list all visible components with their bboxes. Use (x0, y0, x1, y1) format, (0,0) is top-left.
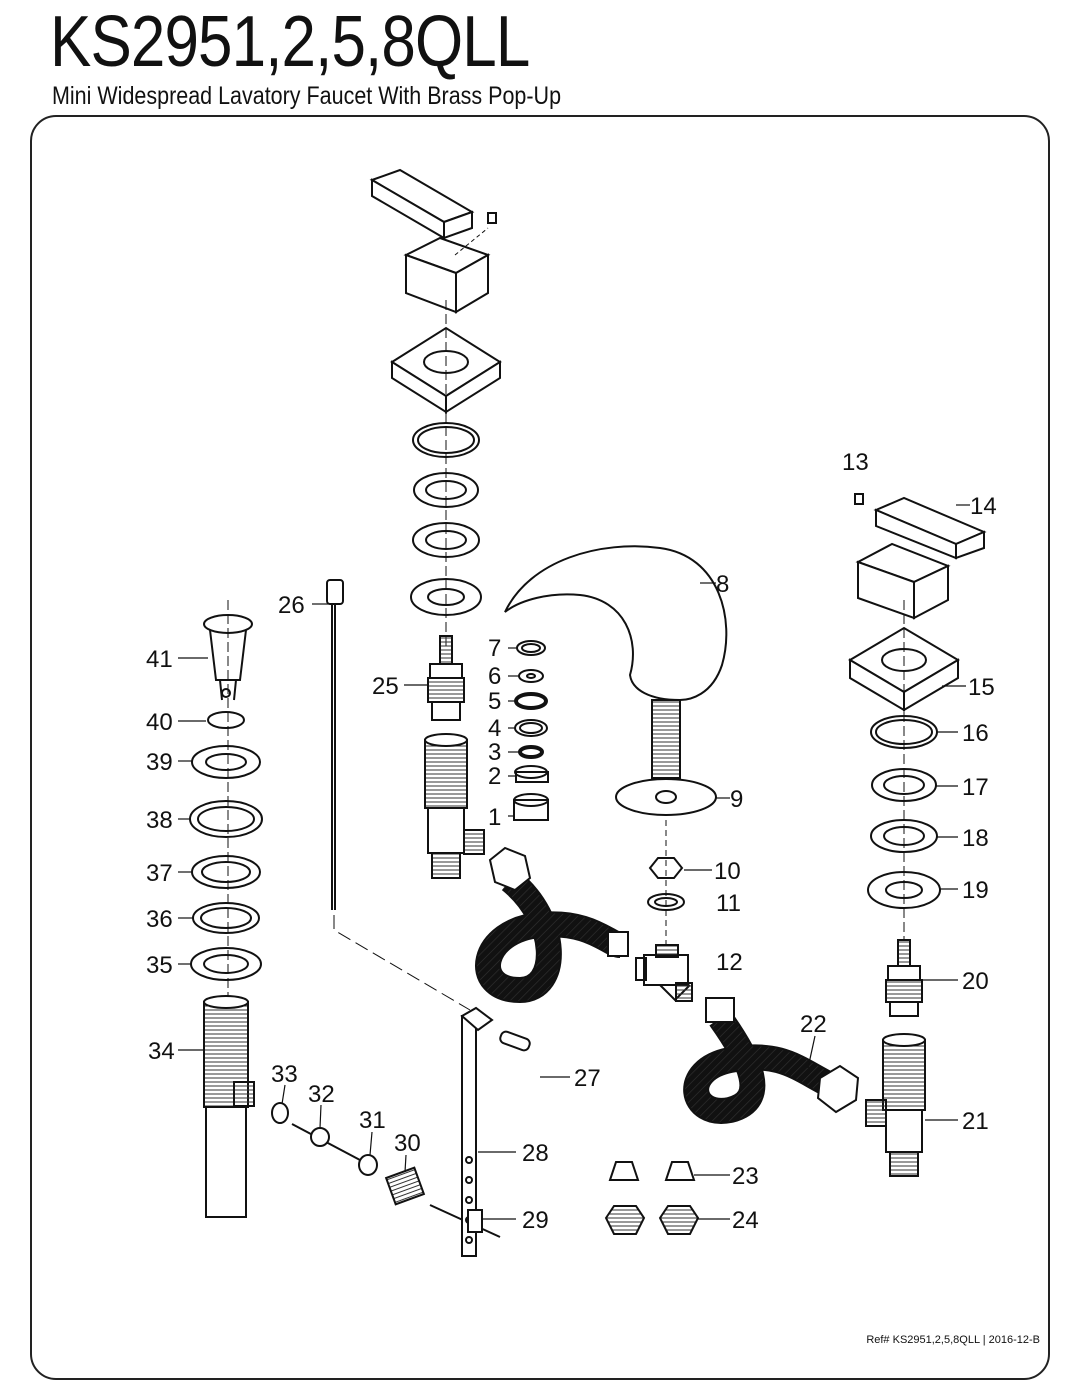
callout-14: 14 (970, 493, 997, 520)
callout-39: 39 (146, 749, 173, 776)
callout-2: 2 (488, 763, 501, 790)
callout-12: 12 (716, 949, 743, 976)
spout-washer-nut (615, 778, 717, 911)
callout-8: 8 (716, 571, 729, 598)
clevis-strap (460, 1006, 531, 1257)
left-cartridge (427, 635, 465, 721)
callout-30: 30 (394, 1130, 421, 1157)
callout-37: 37 (146, 860, 173, 887)
callout-7: 7 (488, 635, 501, 662)
callout-33: 33 (271, 1061, 298, 1088)
callout-15: 15 (968, 674, 995, 701)
drain-gasket-stack (189, 711, 263, 981)
callout-16: 16 (962, 720, 989, 747)
callout-13: 13 (842, 449, 869, 476)
parts-artwork (189, 168, 987, 1257)
callout-32: 32 (308, 1081, 335, 1108)
drain-body (203, 995, 255, 1218)
page-subtitle: Mini Widespread Lavatory Faucet With Bra… (52, 82, 562, 110)
callout-35: 35 (146, 952, 173, 979)
callout-22: 22 (800, 1011, 827, 1038)
callout-26: 26 (278, 592, 305, 619)
lift-rod (326, 579, 344, 910)
callout-36: 36 (146, 906, 173, 933)
leader-lines (178, 504, 970, 1220)
callout-28: 28 (522, 1140, 549, 1167)
callout-23: 23 (732, 1163, 759, 1190)
callout-18: 18 (962, 825, 989, 852)
callout-24: 24 (732, 1207, 759, 1234)
right-escutcheon (848, 626, 960, 712)
left-valve-body (424, 733, 485, 879)
callout-38: 38 (146, 807, 173, 834)
callout-31: 31 (359, 1107, 386, 1134)
right-gasket-stack (867, 715, 941, 909)
callout-11: 11 (716, 890, 741, 917)
callout-6: 6 (488, 663, 501, 690)
callout-17: 17 (962, 774, 989, 801)
callout-25: 25 (372, 673, 399, 700)
hose-left (475, 846, 629, 1004)
page-title: KS2951,2,5,8QLL (50, 2, 530, 82)
callout-41: 41 (146, 646, 173, 673)
callout-10: 10 (714, 858, 741, 885)
hose-right (683, 997, 860, 1124)
callout-40: 40 (146, 709, 173, 736)
callout-3: 3 (488, 739, 501, 766)
aerator-parts (513, 640, 549, 821)
right-valve-body (865, 1033, 926, 1177)
callout-29: 29 (522, 1207, 549, 1234)
callout-1: 1 (488, 804, 501, 831)
tee-fitting (635, 944, 693, 1002)
callout-19: 19 (962, 877, 989, 904)
compression-fittings (604, 1161, 700, 1235)
callout-9: 9 (730, 786, 743, 813)
spout (504, 545, 728, 779)
callout-5: 5 (488, 688, 501, 715)
diagram-frame (30, 115, 1050, 1380)
callout-27: 27 (574, 1065, 601, 1092)
left-gasket-stack (410, 422, 482, 616)
right-handle (854, 493, 987, 620)
callout-labels: 1 2 3 4 5 6 7 8 9 10 11 12 13 14 15 16 1… (146, 449, 997, 1234)
pivot-rod-parts (271, 1102, 501, 1238)
callout-34: 34 (148, 1038, 175, 1065)
reference-code: Ref# KS2951,2,5,8QLL | 2016-12-B (866, 1334, 1040, 1346)
callout-4: 4 (488, 715, 501, 742)
callout-21: 21 (962, 1108, 989, 1135)
callout-20: 20 (962, 968, 989, 995)
left-handle-lever (369, 168, 497, 314)
right-cartridge (885, 939, 923, 1017)
